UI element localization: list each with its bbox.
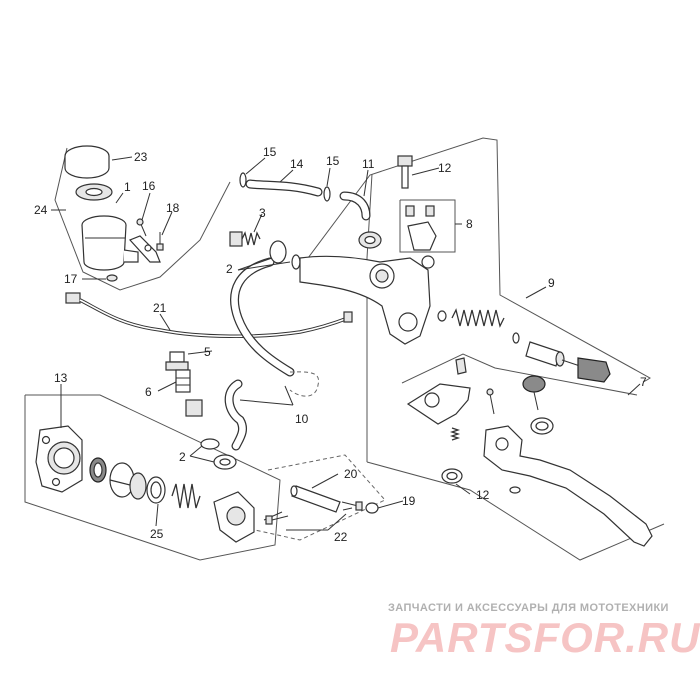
- cap-19: [365, 502, 379, 514]
- callout-18: 18: [166, 201, 180, 215]
- callout-7: 7: [640, 375, 647, 389]
- callout-20: 20: [344, 467, 358, 481]
- master-piston-spring: [437, 308, 520, 344]
- callout-6: 6: [145, 385, 152, 399]
- washer-2-upper: [269, 240, 301, 270]
- master-cylinder-body: [299, 255, 435, 345]
- watermark-caption: ЗАПЧАСТИ И АКСЕССУАРЫ ДЛЯ МОТОТЕХНИКИ: [388, 602, 669, 614]
- reservoir-cap-23: [64, 145, 110, 179]
- callout-25: 25: [150, 527, 164, 541]
- frame-pin-group-20: [254, 454, 386, 541]
- hose-14: [245, 179, 323, 197]
- callout-16: 16: [142, 179, 156, 193]
- adjuster-knob: [522, 375, 554, 435]
- callout-9: 9: [548, 276, 555, 290]
- frame-group-7-lower: [366, 461, 665, 561]
- slave-seal-ring: [89, 457, 107, 483]
- clutch-hose-10: [224, 257, 320, 451]
- master-piston: [525, 341, 581, 367]
- pin-20: [290, 485, 341, 513]
- callout-24: 24: [34, 203, 48, 217]
- clutch-lever: [483, 425, 653, 547]
- callout-1: 1: [124, 180, 131, 194]
- frame-reservoir-group: [54, 147, 231, 291]
- screw-18: [156, 232, 164, 251]
- washer-2-lower: [200, 438, 237, 470]
- lever-clip: [509, 486, 521, 494]
- callout-12-upper: 12: [438, 161, 452, 175]
- bleeder-5: [165, 351, 189, 371]
- dust-boot: [577, 357, 611, 383]
- clamp-kit-8: [405, 205, 437, 251]
- callout-22: 22: [334, 530, 348, 544]
- watermark-logo: PARTSFOR.RU: [390, 614, 700, 661]
- slave-cylinder-body-13: [35, 425, 83, 493]
- lever-bracket: [406, 357, 471, 425]
- callout-13: 13: [54, 371, 68, 385]
- callout-14: 14: [290, 157, 304, 171]
- screw-16: [136, 218, 147, 237]
- elbow-fitting-11: [339, 191, 382, 249]
- callout-2-lower: 2: [179, 450, 186, 464]
- callout-11: 11: [362, 157, 375, 171]
- banjo-fitting-6: [175, 369, 203, 417]
- frame-kit-8: [399, 199, 456, 253]
- callout-15-left: 15: [263, 145, 277, 159]
- frame-lever-group-7: [366, 173, 373, 462]
- clutch-switch-wire-21: [65, 292, 353, 338]
- callout-5: 5: [204, 345, 211, 359]
- banjo-bolt-3: [229, 231, 261, 247]
- callout-19: 19: [402, 494, 416, 508]
- leader-lines: [51, 156, 641, 531]
- callout-2-upper: 2: [226, 262, 233, 276]
- screws-22: [265, 501, 363, 525]
- callout-10: 10: [295, 412, 309, 426]
- slave-piston: [109, 462, 147, 500]
- callout-12-lower: 12: [476, 488, 490, 502]
- bolt-12-upper: [397, 155, 413, 189]
- callout-21: 21: [153, 301, 167, 315]
- callout-15-right: 15: [326, 154, 340, 168]
- slave-spring: [171, 483, 201, 509]
- clamp-15-right: [323, 186, 331, 202]
- slave-cover: [213, 491, 283, 543]
- callout-labels: 23 1 24 16 18 17 21 5 6 10 13 2 25 20 19…: [34, 145, 647, 544]
- seal-25: [146, 476, 166, 504]
- fluid-reservoir-24: [81, 215, 139, 282]
- reservoir-diaphragm: [75, 183, 113, 201]
- callout-3: 3: [259, 206, 266, 220]
- pivot-pin: [486, 388, 495, 415]
- frame-master-group-9: [304, 137, 651, 383]
- callout-23: 23: [134, 150, 148, 164]
- callout-17: 17: [64, 272, 78, 286]
- lever-spring: [449, 427, 461, 441]
- clamp-15-left: [239, 172, 247, 188]
- reservoir-bracket-1: [128, 235, 161, 263]
- callout-8: 8: [466, 217, 473, 231]
- frame-group-7-upper: [401, 353, 638, 396]
- bushing-12-lower: [441, 468, 463, 484]
- frame-slave-group-13: [24, 394, 281, 561]
